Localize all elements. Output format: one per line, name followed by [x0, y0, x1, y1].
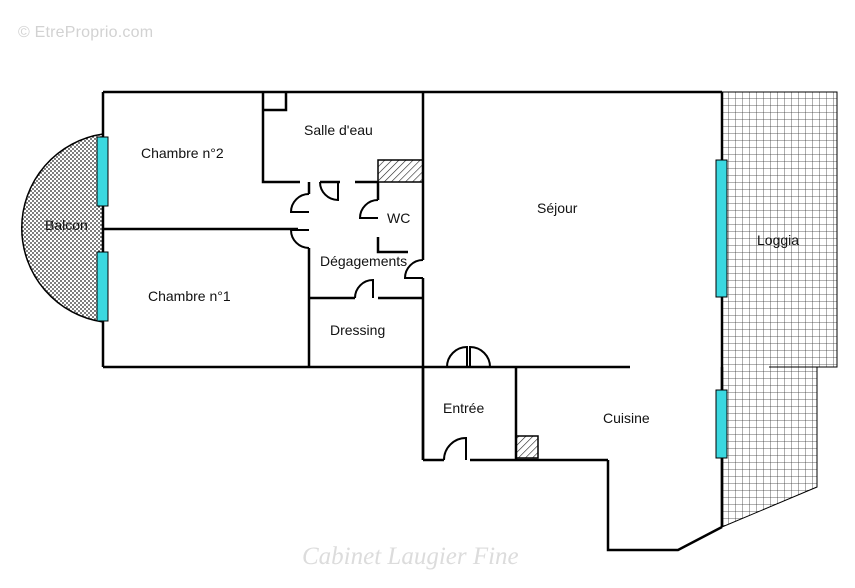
label-loggia: Loggia: [757, 232, 799, 248]
walls: [101, 90, 724, 552]
label-degagements: Dégagements: [320, 253, 407, 269]
balcon-area: [20, 133, 104, 323]
duct-hatch-bottom: [515, 435, 539, 459]
label-dressing: Dressing: [330, 322, 385, 338]
window-sejour: [715, 159, 728, 298]
windows: [96, 136, 728, 459]
signature-text: Cabinet Laugier Fine: [302, 543, 519, 570]
loggia-area: [721, 91, 838, 528]
watermark-text: © EtreProprio.com: [18, 24, 154, 41]
window-chambre1: [96, 251, 109, 322]
window-cuisine: [715, 389, 728, 459]
label-balcon: Balcon: [45, 217, 88, 233]
label-entree: Entrée: [443, 400, 484, 416]
label-sejour: Séjour: [537, 200, 578, 216]
label-wc: WC: [387, 210, 410, 226]
window-chambre2: [96, 136, 109, 207]
door-swings: [289, 181, 491, 461]
label-cuisine: Cuisine: [603, 410, 650, 426]
label-chambre1: Chambre n°1: [148, 288, 231, 304]
duct-hatch-top: [377, 159, 424, 183]
label-chambre2: Chambre n°2: [141, 145, 224, 161]
label-salle-eau: Salle d'eau: [304, 122, 373, 138]
